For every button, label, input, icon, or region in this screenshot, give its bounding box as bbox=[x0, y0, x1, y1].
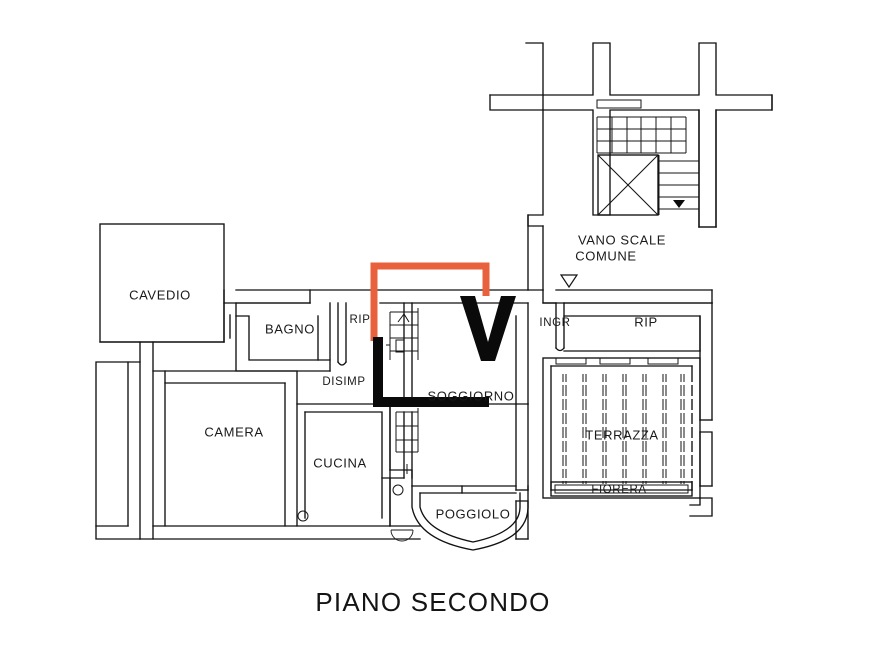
room-label-rip-left: RIP bbox=[350, 314, 371, 326]
poggiolo-balcony bbox=[297, 484, 529, 551]
room-label-vano-scale: VANO SCALE bbox=[578, 232, 666, 247]
vano-scale-common-structure bbox=[489, 42, 773, 291]
down-arrow-triangle bbox=[673, 200, 685, 208]
main-perimeter-walls bbox=[95, 223, 529, 540]
terrazza-hatch-breaks bbox=[555, 382, 695, 481]
internal-staircase bbox=[386, 308, 419, 474]
room-label-bagno: BAGNO bbox=[265, 321, 315, 336]
room-label-poggiolo: POGGIOLO bbox=[436, 506, 511, 521]
terrazza-openings bbox=[555, 357, 679, 365]
room-label-comune: COMUNE bbox=[575, 248, 636, 263]
room-labels: CAVEDIO BAGNO RIP DISIMP CAMERA CUCINA S… bbox=[129, 232, 666, 521]
door-hinge-icon bbox=[392, 484, 404, 496]
room-label-terrazza: TERRAZZA bbox=[585, 427, 658, 442]
black-v-mark bbox=[460, 296, 516, 361]
orange-highlight-bracket bbox=[370, 262, 490, 341]
door-hinge-icon bbox=[297, 510, 309, 522]
room-label-disimp: DISIMP bbox=[322, 376, 365, 388]
room-label-ingr: INGR bbox=[539, 317, 570, 329]
page-title: PIANO SECONDO bbox=[315, 587, 550, 617]
room-label-soggiorno: SOGGIORNO bbox=[427, 388, 514, 403]
room-label-fiorera: FIORERA bbox=[591, 484, 646, 496]
right-wing bbox=[542, 289, 713, 517]
down-arrow-triangle bbox=[559, 274, 579, 289]
stair-flight-upper bbox=[596, 99, 687, 154]
room-label-camera: CAMERA bbox=[204, 424, 263, 439]
room-label-cavedio: CAVEDIO bbox=[129, 287, 191, 302]
fiorera-planter bbox=[550, 481, 693, 497]
black-l-mark bbox=[373, 337, 489, 407]
stair-flight-lower bbox=[658, 155, 699, 215]
room-label-rip-right: RIP bbox=[634, 314, 657, 329]
terrazza-hatching bbox=[562, 374, 685, 484]
room-label-cucina: CUCINA bbox=[313, 455, 366, 470]
elevator-shaft bbox=[597, 154, 659, 216]
